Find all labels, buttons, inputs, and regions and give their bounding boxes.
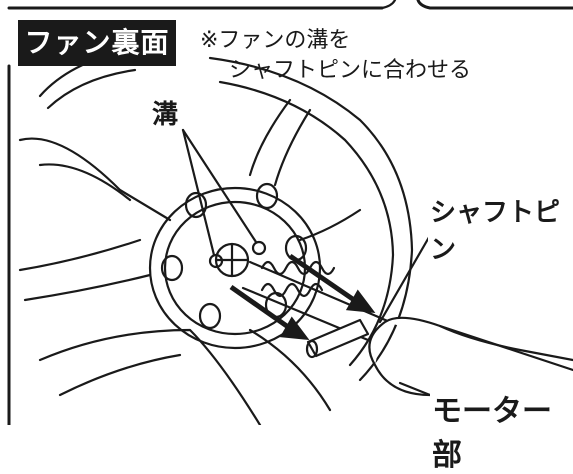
frame-top-right-corner-2: [416, 0, 573, 10]
motor-body-edge: [438, 324, 573, 362]
hub-disc-inner: [163, 200, 307, 336]
shaft-pin-pointer: [378, 230, 434, 324]
shaft-pin-end: [305, 339, 319, 359]
note-line-2: シャフトピンに合わせる: [229, 58, 472, 83]
spring-coil: [260, 260, 336, 276]
fan-blade-right: [298, 208, 362, 242]
frame-top-right-corner: [380, 0, 397, 10]
note-line-1: ※ファンの溝を: [200, 28, 351, 53]
fan-rim-inner: [46, 68, 395, 367]
hub-hole: [184, 191, 208, 219]
fan-blade-top-2: [273, 108, 312, 187]
arrow-lower: [229, 284, 293, 332]
fan-assembly-illustration: [7, 0, 573, 425]
motor-pointer: [398, 381, 432, 397]
fan-blade-bottom: [38, 328, 262, 425]
hub-hole: [160, 254, 184, 282]
groove-right: [251, 240, 267, 256]
fan-blade-bottom-2: [58, 353, 182, 397]
fan-blade-upper: [18, 137, 172, 222]
arrow-upper: [288, 253, 359, 305]
fan-blade-bottom-right: [248, 328, 332, 412]
shaft-pin: [306, 318, 370, 358]
arrow-upper-head: [345, 289, 376, 314]
fan-blade-upper-inner: [38, 163, 132, 202]
hub-disc: [148, 186, 322, 350]
groove-pointer-left: [181, 128, 216, 257]
boss-cross: [214, 242, 250, 278]
groove-label: 溝: [150, 94, 181, 131]
shaft-pin-label: シャフトピン: [428, 192, 573, 266]
hub-hole: [198, 302, 222, 330]
fan-blade-top: [248, 98, 292, 177]
title-label: ファン裏面: [18, 20, 176, 66]
fan-blade-left: [18, 238, 142, 272]
groove-pointer-right: [181, 128, 258, 244]
fan-blade-left-2: [23, 273, 152, 302]
motor-label: モーター部: [430, 386, 573, 474]
hub-hole: [255, 182, 279, 210]
arrow-lower-head: [279, 316, 310, 341]
